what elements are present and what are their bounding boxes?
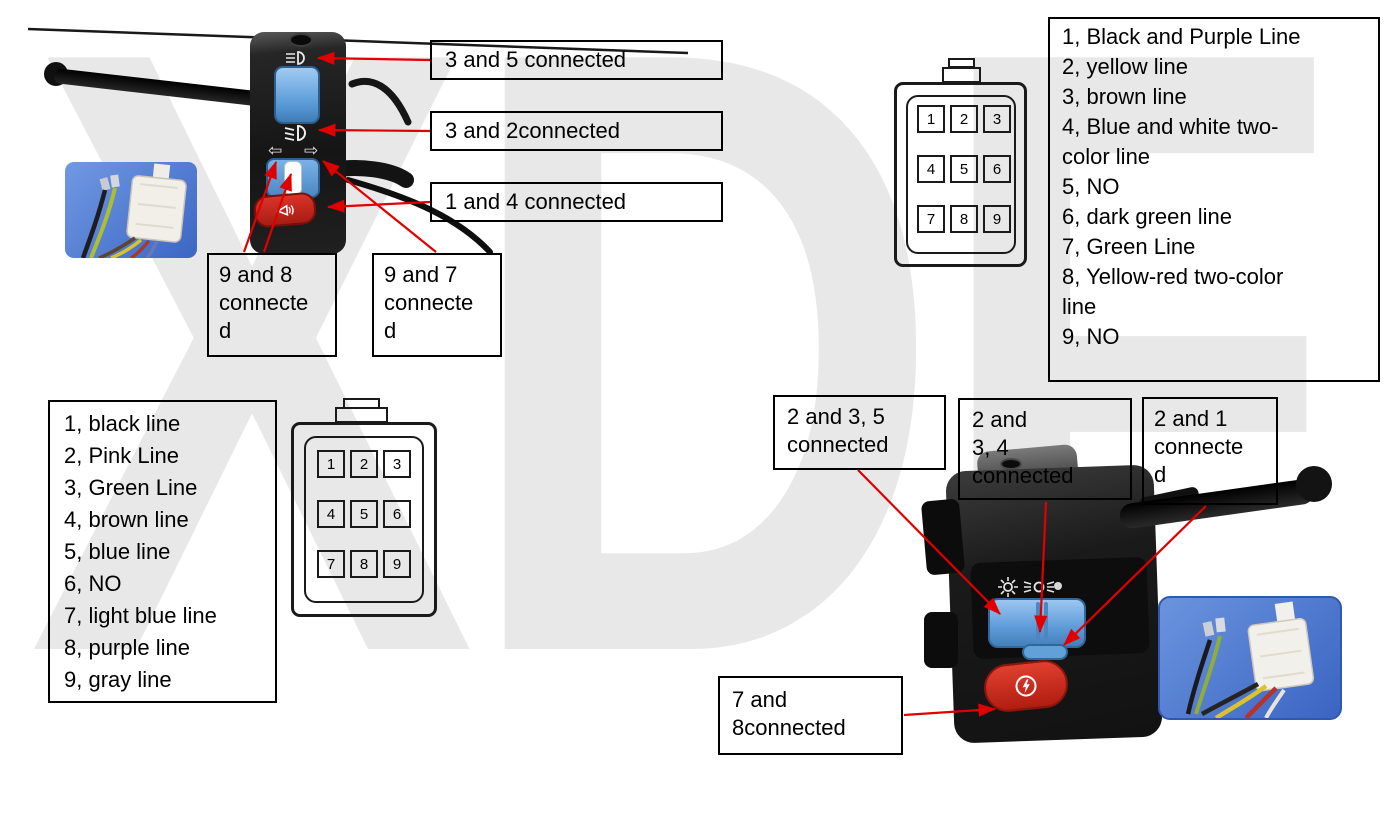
pin: 4	[917, 155, 945, 183]
pin: 9	[983, 205, 1011, 233]
callout-position-lamp: 2 and 3, 4 connected	[958, 398, 1132, 500]
pin: 8	[950, 205, 978, 233]
legend-item: 5, blue line	[64, 539, 171, 564]
legend-item: 7, light blue line	[64, 603, 217, 628]
handlebar-clamp-upper	[920, 498, 966, 576]
turn-right-icon: ⇨	[304, 141, 319, 160]
legend-item: 1, Black and Purple Line	[1062, 24, 1301, 49]
horn-button	[252, 191, 318, 229]
position-lamp-icon	[1023, 581, 1055, 593]
photo-right-connector-wires	[1158, 596, 1342, 720]
sun-icon	[998, 577, 1018, 597]
legend-item: 3, brown line	[1062, 84, 1187, 109]
legend-item: 3, Green Line	[64, 475, 198, 500]
pin: 1	[917, 105, 945, 133]
legend-item: 8, purple line	[64, 635, 190, 660]
connector-shell	[291, 422, 437, 617]
slider-ridge	[1036, 602, 1040, 644]
callout-headlight-on: 2 and 3, 5 connected	[773, 395, 946, 470]
connector-diagram-right: 1 2 3 4 5 6 7 8 9	[893, 55, 1030, 270]
horn-icon	[276, 203, 294, 216]
electric-start-button	[981, 657, 1071, 715]
callout-horn: 1 and 4 connected	[430, 182, 723, 222]
pin: 4	[317, 500, 345, 528]
legend-item: 8, Yellow-red two-color line	[1062, 264, 1284, 319]
pin: 1	[317, 450, 345, 478]
pin: 2	[350, 450, 378, 478]
legend-item: 4, brown line	[64, 507, 189, 532]
turn-signal-knob	[284, 161, 302, 195]
callout-turn-left: 9 and 8 connected	[207, 253, 337, 357]
pin: 6	[983, 155, 1011, 183]
pin: 5	[350, 500, 378, 528]
legend-item: 6, NO	[64, 571, 122, 596]
legend-item: 6, dark green line	[1062, 204, 1232, 229]
handlebar-clamp-lower	[924, 612, 958, 668]
off-dot-icon	[1054, 582, 1062, 590]
legend-item: 7, Green Line	[1062, 234, 1196, 259]
pin: 8	[350, 550, 378, 578]
pin-grid-left: 1 2 3 4 5 6 7 8 9	[317, 450, 411, 578]
slider-lip	[1022, 644, 1068, 660]
low-beam-icon	[284, 124, 306, 142]
wire-legend-right: 1, Black and Purple Line 2, yellow line …	[1048, 17, 1380, 382]
pin: 6	[383, 500, 411, 528]
connector-shell	[894, 82, 1027, 267]
callout-high-beam: 3 and 5 connected	[430, 40, 723, 80]
pin: 5	[950, 155, 978, 183]
legend-item: 9, gray line	[64, 667, 172, 692]
callout-low-beam: 3 and 2connected	[430, 111, 723, 151]
pin: 3	[383, 450, 411, 478]
photo-right-art	[1185, 601, 1315, 718]
pin: 9	[383, 550, 411, 578]
callout-light-off: 2 and 1 connected	[1142, 397, 1278, 505]
legend-item: 4, Blue and white two- color line	[1062, 114, 1279, 169]
callout-starter: 7 and 8connected	[718, 676, 903, 755]
connector-diagram-left: 1 2 3 4 5 6 7 8 9	[288, 397, 440, 623]
turn-left-icon: ⇦	[268, 141, 283, 160]
pin: 2	[950, 105, 978, 133]
headlight-rocker-switch	[274, 66, 320, 124]
legend-item: 2, Pink Line	[64, 443, 179, 468]
legend-item: 2, yellow line	[1062, 54, 1188, 79]
photo-left-connector-wires	[65, 162, 197, 258]
pin: 7	[917, 205, 945, 233]
wire-legend-left: 1, black line 2, Pink Line 3, Green Line…	[48, 400, 277, 703]
slider-ridge	[1044, 602, 1048, 644]
pin: 7	[317, 550, 345, 578]
callout-turn-right: 9 and 7 connected	[372, 253, 502, 357]
legend-item: 9, NO	[1062, 324, 1120, 349]
legend-item: 5, NO	[1062, 174, 1120, 199]
right-lever-ball-end	[1296, 466, 1332, 502]
connector-inner-outline	[906, 95, 1016, 254]
legend-item: 1, black line	[64, 411, 181, 436]
connector-tab	[942, 67, 981, 83]
pin-grid-right: 1 2 3 4 5 6 7 8 9	[917, 105, 1011, 233]
connector-tab	[335, 407, 388, 423]
photo-left-art	[80, 163, 187, 258]
pin: 3	[983, 105, 1011, 133]
high-beam-icon	[286, 51, 305, 65]
electric-start-icon	[1015, 675, 1037, 697]
connector-inner-outline	[304, 436, 424, 603]
left-switch-mount-hole	[289, 33, 313, 47]
